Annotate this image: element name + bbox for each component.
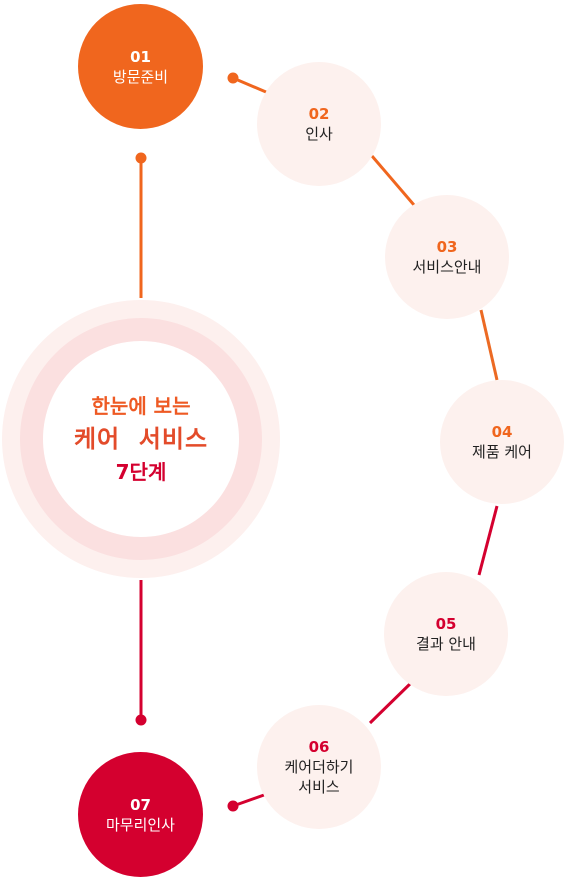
hub-line-1: 한눈에 보는 bbox=[91, 394, 191, 418]
connector-dot bbox=[227, 72, 239, 84]
connector-2-3 bbox=[370, 155, 416, 206]
step-number: 03 bbox=[436, 238, 458, 256]
connector-4-5 bbox=[477, 505, 499, 576]
step-1-visit-prep: 01 방문준비 bbox=[78, 4, 203, 129]
step-number: 05 bbox=[435, 615, 457, 633]
hub-line-2: 케어 서비스 bbox=[73, 425, 209, 453]
connector-5-6 bbox=[368, 679, 415, 725]
step-7-closing-greeting: 07 마무리인사 bbox=[78, 752, 203, 877]
step-number: 06 bbox=[308, 738, 330, 756]
step-6-care-plus-service: 06 케어더하기 서비스 bbox=[257, 705, 381, 829]
connector-dot bbox=[135, 152, 147, 164]
step-2-greeting: 02 인사 bbox=[257, 62, 381, 186]
connector-1-2 bbox=[232, 76, 267, 94]
hub-line-3: 7단계 bbox=[115, 460, 167, 484]
step-number: 02 bbox=[308, 105, 330, 123]
step-number: 07 bbox=[130, 795, 151, 814]
step-label: 제품 케어 bbox=[472, 443, 532, 461]
step-label: 인사 bbox=[305, 125, 333, 143]
step-label-line-2: 서비스 bbox=[298, 778, 340, 796]
connector-dot bbox=[135, 714, 147, 726]
connector-3-4 bbox=[479, 309, 499, 381]
step-label: 마무리인사 bbox=[105, 815, 175, 834]
hub-center: 한눈에 보는 케어 서비스 7단계 bbox=[43, 341, 239, 537]
step-3-service-guide: 03 서비스안내 bbox=[385, 195, 509, 319]
step-4-product-care: 04 제품 케어 bbox=[440, 380, 564, 504]
step-label: 결과 안내 bbox=[416, 635, 476, 653]
step-label: 방문준비 bbox=[112, 67, 169, 86]
step-5-result-guide: 05 결과 안내 bbox=[384, 572, 508, 696]
step-label: 서비스안내 bbox=[412, 258, 482, 276]
connector-dot bbox=[227, 800, 239, 812]
step-number: 04 bbox=[491, 423, 513, 441]
step-number: 01 bbox=[130, 47, 151, 66]
step-label: 케어더하기 bbox=[284, 758, 354, 776]
